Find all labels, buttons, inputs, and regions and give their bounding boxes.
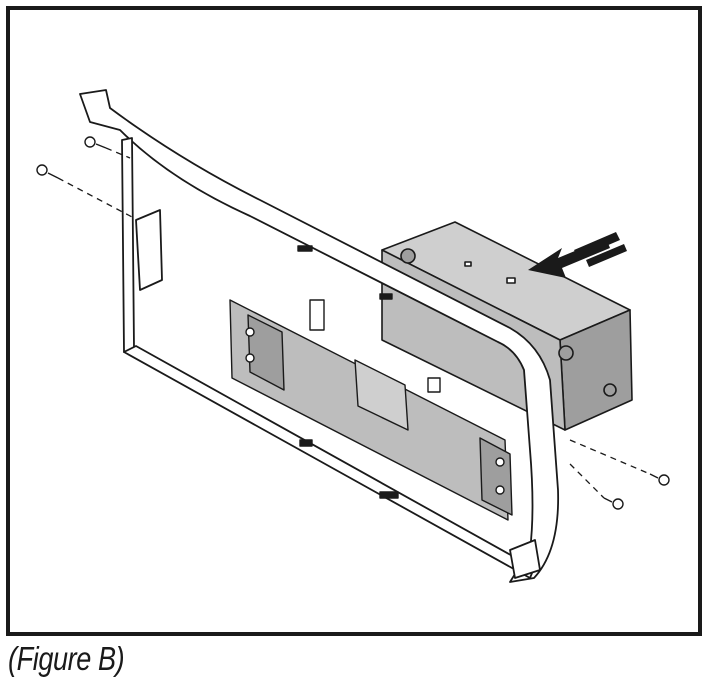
figure-frame (6, 6, 702, 636)
figure-caption: (Figure B) (8, 640, 125, 677)
installation-illustration (36, 89, 670, 583)
screw-left-upper (84, 136, 107, 149)
insertion-arrow-icon (528, 232, 627, 278)
screw-left-lower (36, 164, 59, 179)
screw-right-lower (603, 497, 624, 510)
screw-right-upper (649, 473, 670, 486)
inner-panel (229, 245, 513, 521)
screw-guide-lines (57, 147, 651, 499)
mounting-bracket-frame (79, 89, 560, 583)
